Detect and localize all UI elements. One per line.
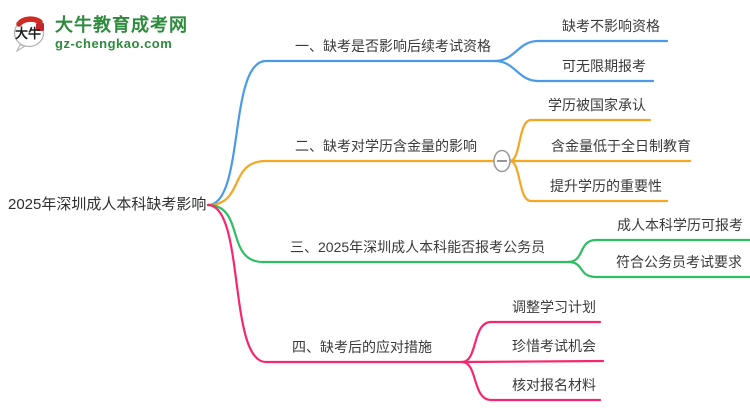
branch-3-main-line: [206, 203, 570, 264]
branch-2-child-2-node[interactable]: 含金量低于全日制教育: [551, 138, 691, 154]
branch-4-child-1-node[interactable]: 调整学习计划: [512, 299, 596, 315]
site-name: 大牛教育成考网: [55, 15, 188, 35]
collapse-toggle-icon[interactable]: [493, 149, 511, 173]
logo-text-block: 大牛教育成考网 gz-chengkao.com: [55, 14, 188, 51]
svg-text:大牛: 大牛: [15, 26, 41, 41]
branch-4-child-2-line: [460, 359, 605, 364]
branch-3-child-1-line: [566, 238, 750, 264]
branch-1-child-1-node[interactable]: 缺考不影响资格: [562, 18, 660, 34]
branch-2-child-3-line: [508, 159, 669, 203]
branch-4-child-1-line: [460, 320, 602, 364]
branch-4-lines: [206, 203, 605, 402]
branch-3-child-2-node[interactable]: 符合公务员考试要求: [616, 254, 742, 270]
branch-2-lines: [206, 118, 692, 207]
root-node[interactable]: 2025年深圳成人本科缺考影响: [8, 196, 207, 213]
branch-1-child-2-node[interactable]: 可无限期报考: [562, 58, 646, 74]
branch-1-child-1-line: [493, 39, 669, 63]
branch-1-lines: [206, 39, 669, 207]
branch-2-child-1-node[interactable]: 学历被国家承认: [548, 97, 646, 113]
branch-3-node[interactable]: 三、2025年深圳成人本科能否报考公务员: [290, 239, 546, 255]
site-url: gz-chengkao.com: [55, 36, 173, 51]
branch-1-main-line: [206, 59, 497, 207]
branch-1-node[interactable]: 一、缺考是否影响后续考试资格: [295, 38, 491, 54]
branch-4-child-2-node[interactable]: 珍惜考试机会: [512, 338, 596, 354]
site-logo[interactable]: 大牛 大牛教育成考网 gz-chengkao.com: [12, 14, 188, 52]
branch-3-child-1-node[interactable]: 成人本科学历可报考: [617, 217, 743, 233]
branch-1-child-2-line: [493, 59, 655, 83]
branch-2-child-3-node[interactable]: 提升学历的重要性: [550, 178, 662, 194]
daniu-logo-icon: 大牛: [13, 16, 45, 52]
branch-3-lines: [206, 203, 750, 279]
branch-2-child-1-line: [508, 118, 652, 163]
branch-4-child-3-node[interactable]: 核对报名材料: [512, 377, 596, 393]
branch-3-child-2-line: [566, 260, 750, 279]
branch-4-child-3-line: [460, 360, 602, 402]
branch-4-node[interactable]: 四、缺考后的应对措施: [292, 339, 432, 355]
branch-2-node[interactable]: 二、缺考对学历含金量的影响: [295, 138, 477, 154]
branch-2-main-line: [206, 159, 496, 207]
branch-4-main-line: [206, 203, 464, 364]
